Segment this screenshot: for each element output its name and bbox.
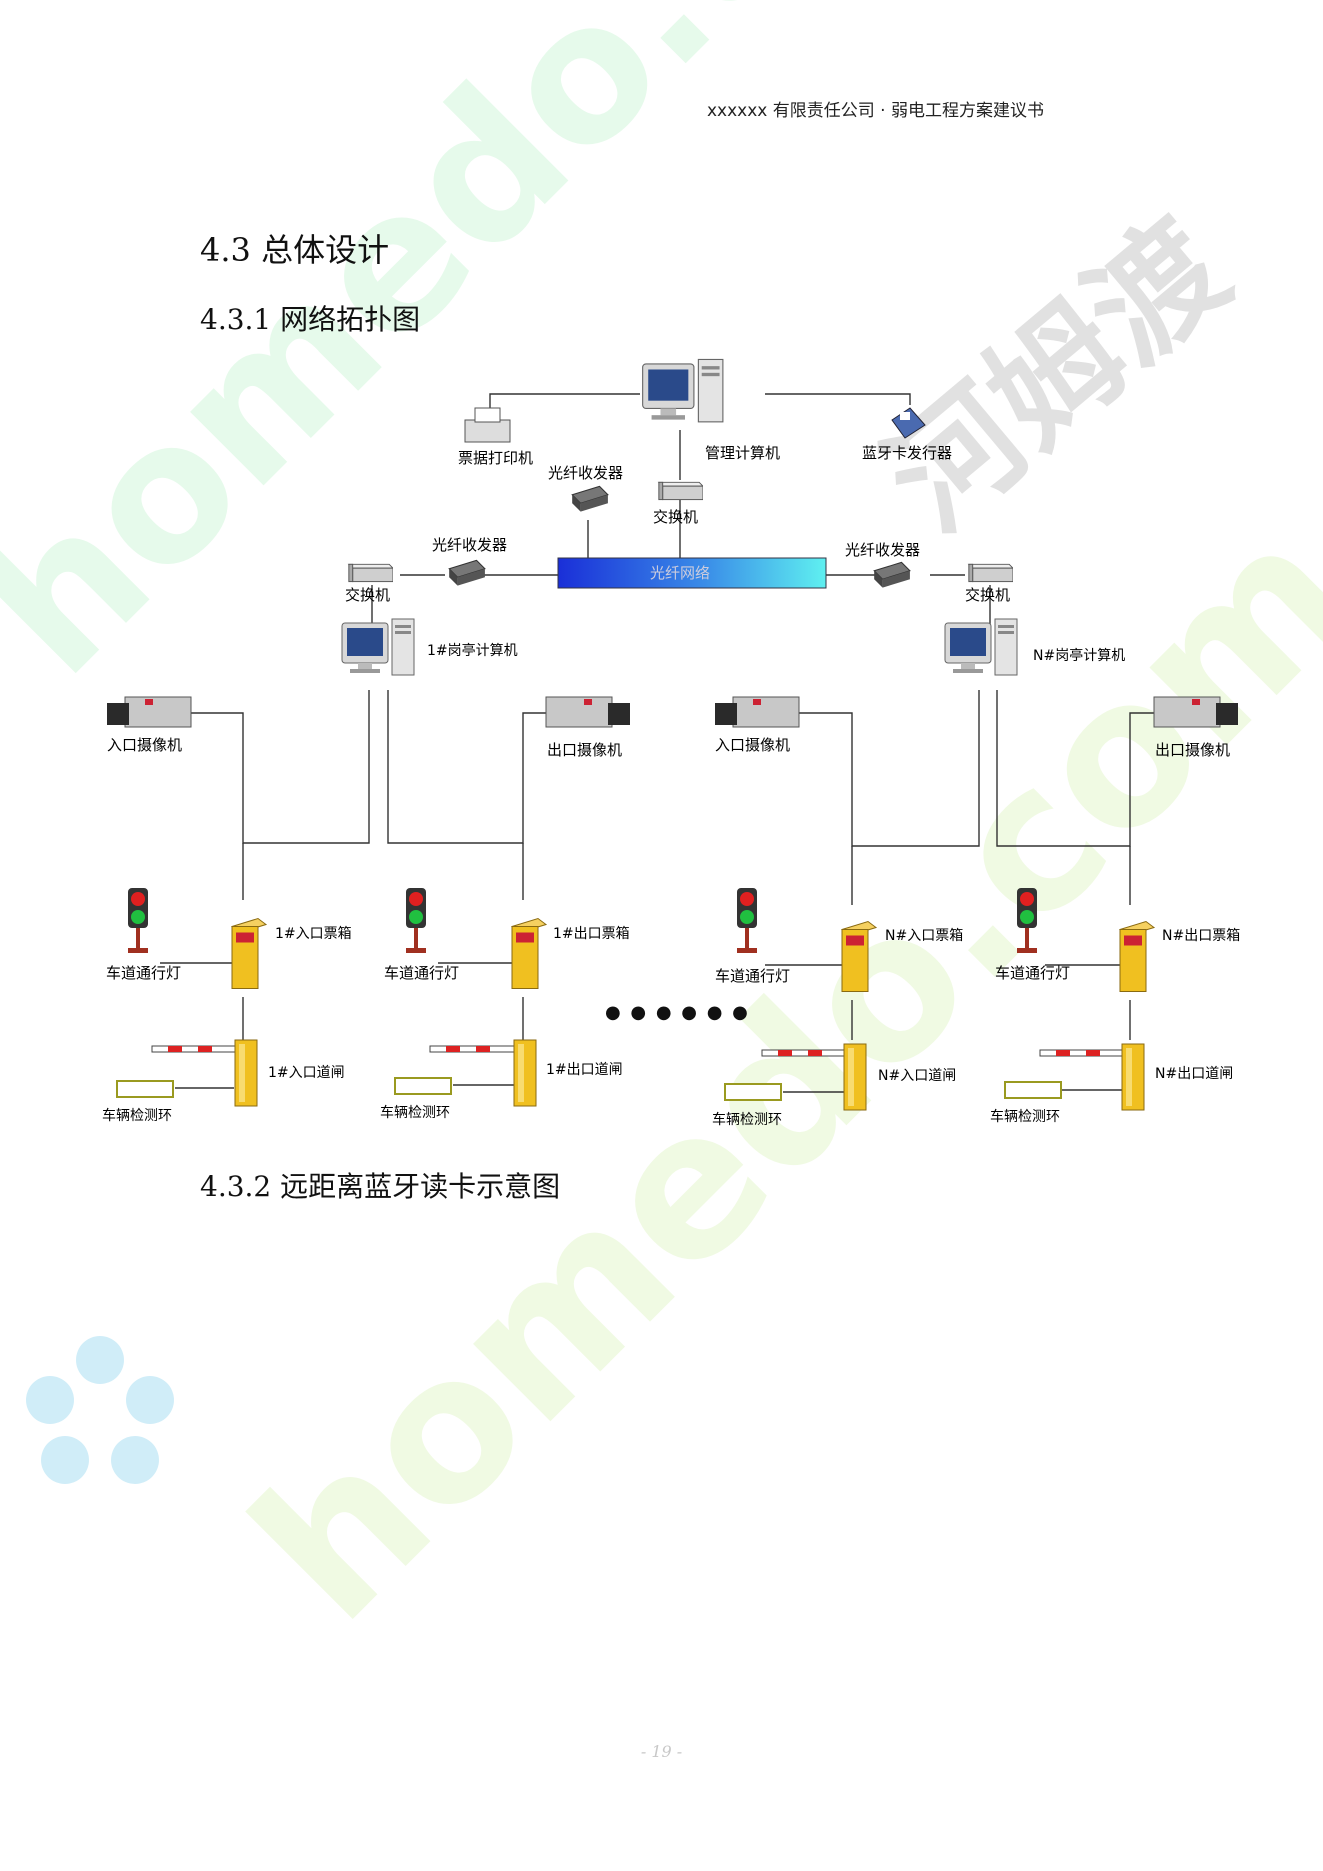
- right-exit-camera-icon: [1153, 696, 1239, 728]
- flower-logo-watermark: [26, 1336, 174, 1484]
- right-transceiver-icon: [873, 561, 911, 589]
- label-left-entry-box: 1#入口票箱: [275, 926, 352, 942]
- left-exit-camera-icon: [545, 696, 631, 728]
- label-left-light-b: 车道通行灯: [384, 964, 459, 982]
- center-transceiver-icon: [571, 485, 609, 513]
- label-left-transceiver: 光纤收发器: [432, 536, 507, 554]
- label-right-loop-b: 车辆检测环: [990, 1108, 1060, 1125]
- label-bluetooth-issuer: 蓝牙卡发行器: [862, 444, 952, 462]
- label-right-entry-gate: N#入口道闸: [878, 1068, 956, 1084]
- label-right-entry-camera: 入口摄像机: [715, 736, 790, 754]
- left-transceiver-icon: [448, 559, 486, 587]
- right-exit-barrier-arm: [1039, 1049, 1125, 1057]
- label-right-switch: 交换机: [965, 586, 1010, 604]
- left-loop-a-icon: [116, 1080, 174, 1098]
- left-booth-pc-icon: [341, 618, 415, 676]
- label-left-exit-camera: 出口摄像机: [547, 741, 622, 759]
- label-ticket-printer: 票据打印机: [458, 449, 533, 467]
- left-exit-gate-icon: [513, 1039, 537, 1107]
- right-loop-b-icon: [1004, 1081, 1062, 1099]
- document-header: xxxxxx 有限责任公司 · 弱电工程方案建议书: [707, 101, 1044, 121]
- right-entry-camera-icon: [714, 696, 800, 728]
- section-heading: 4.3 总体设计: [200, 231, 390, 269]
- right-lane-light-a-icon: [737, 888, 757, 953]
- label-right-exit-camera: 出口摄像机: [1155, 741, 1230, 759]
- label-right-booth-pc: N#岗亭计算机: [1033, 647, 1125, 664]
- left-entry-ticket-box-icon: [231, 917, 267, 990]
- label-right-loop-a: 车辆检测环: [712, 1111, 782, 1128]
- label-left-exit-gate: 1#出口道闸: [546, 1062, 623, 1078]
- label-right-exit-gate: N#出口道闸: [1155, 1066, 1233, 1082]
- ellipsis-more-lanes: ● ● ● ● ● ●: [605, 1002, 750, 1023]
- management-pc-icon: [642, 358, 724, 423]
- fiber-network-bar: [557, 557, 827, 589]
- center-switch-icon: [658, 481, 703, 501]
- label-fiber-network: 光纤网络: [650, 564, 710, 582]
- label-left-loop-b: 车辆检测环: [380, 1104, 450, 1121]
- left-switch-icon: [348, 563, 393, 583]
- right-exit-gate-icon: [1121, 1043, 1145, 1111]
- right-entry-ticket-box-icon: [841, 920, 877, 993]
- label-left-exit-box: 1#出口票箱: [553, 926, 630, 942]
- page-number: - 19 -: [640, 1742, 683, 1761]
- right-entry-gate-icon: [843, 1043, 867, 1111]
- label-left-switch: 交换机: [345, 586, 390, 604]
- left-exit-barrier-arm: [429, 1045, 515, 1053]
- right-loop-a-icon: [724, 1083, 782, 1101]
- label-right-light-a: 车道通行灯: [715, 967, 790, 985]
- label-left-light-a: 车道通行灯: [106, 964, 181, 982]
- label-right-entry-box: N#入口票箱: [885, 928, 963, 944]
- subsection-heading-topology: 4.3.1 网络拓扑图: [200, 303, 421, 336]
- bluetooth-issuer-icon: [891, 407, 926, 439]
- right-exit-ticket-box-icon: [1119, 920, 1155, 993]
- left-lane-light-b-icon: [406, 888, 426, 953]
- label-right-light-b: 车道通行灯: [995, 964, 1070, 982]
- label-right-transceiver: 光纤收发器: [845, 541, 920, 559]
- network-topology-diagram: 管理计算机 票据打印机 蓝牙卡发行器 光纤收发器 交换机 光纤网络 光纤收发器 …: [102, 358, 1240, 1128]
- right-booth-pc-icon: [944, 618, 1018, 676]
- right-lane-light-b-icon: [1017, 888, 1037, 953]
- left-lane-light-a-icon: [128, 888, 148, 953]
- label-left-entry-gate: 1#入口道闸: [268, 1065, 345, 1081]
- right-entry-barrier-arm: [761, 1049, 847, 1057]
- left-entry-camera-icon: [106, 696, 192, 728]
- label-management-pc: 管理计算机: [705, 444, 780, 462]
- right-switch-icon: [968, 563, 1013, 583]
- left-exit-ticket-box-icon: [511, 917, 547, 990]
- label-left-entry-camera: 入口摄像机: [107, 736, 182, 754]
- label-left-booth-pc: 1#岗亭计算机: [427, 642, 518, 659]
- label-right-exit-box: N#出口票箱: [1162, 928, 1240, 944]
- label-left-loop-a: 车辆检测环: [102, 1107, 172, 1124]
- left-entry-barrier-arm: [151, 1045, 237, 1053]
- label-center-transceiver: 光纤收发器: [548, 464, 623, 482]
- left-loop-b-icon: [394, 1077, 452, 1095]
- ticket-printer-icon: [464, 407, 511, 443]
- subsection-heading-bluetooth: 4.3.2 远距离蓝牙读卡示意图: [200, 1170, 561, 1203]
- left-entry-gate-icon: [234, 1039, 258, 1107]
- label-center-switch: 交换机: [653, 508, 698, 526]
